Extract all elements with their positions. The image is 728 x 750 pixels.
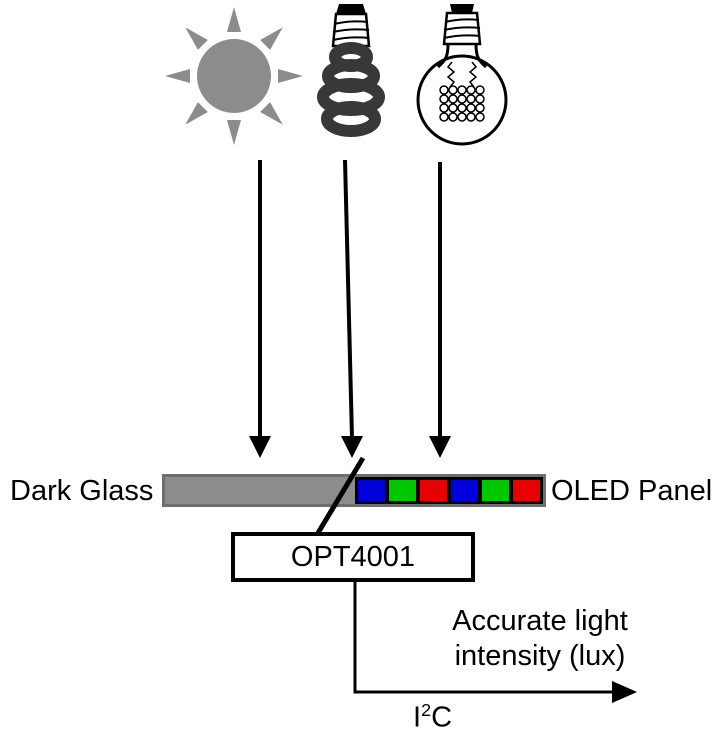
opt4001-box: OPT4001 — [231, 532, 475, 582]
cfl-bulb-icon — [317, 4, 385, 137]
i2c-tail: C — [431, 701, 453, 734]
light-arrow-1 — [249, 160, 271, 458]
dark-glass-label: Dark Glass — [10, 475, 154, 507]
sun-icon — [165, 7, 303, 145]
oled-subpixel-red — [513, 480, 540, 501]
oled-subpixel-green — [389, 480, 416, 501]
oled-panel-label: OLED Panel — [551, 475, 713, 507]
opt4001-label: OPT4001 — [290, 540, 416, 573]
oled-subpixel-blue — [358, 480, 385, 501]
light-arrow-3 — [429, 162, 451, 458]
incandescent-bulb-icon — [416, 4, 508, 146]
sensor-glass-panel — [162, 474, 546, 507]
i2c-base: I — [413, 701, 422, 734]
light-arrow-2 — [341, 159, 363, 458]
oled-subpixel-green — [482, 480, 509, 501]
oled-subpixel-blue — [451, 480, 478, 501]
oled-panel-section — [355, 477, 543, 504]
output-description: Accurate light intensity (lux) — [440, 604, 640, 674]
output-description-line1: Accurate light — [452, 605, 628, 637]
dark-glass-section — [165, 477, 355, 504]
i2c-label: I2C — [413, 700, 452, 735]
i2c-superscript: 2 — [421, 700, 432, 720]
oled-subpixel-red — [420, 480, 447, 501]
output-description-line2: intensity (lux) — [454, 640, 626, 672]
